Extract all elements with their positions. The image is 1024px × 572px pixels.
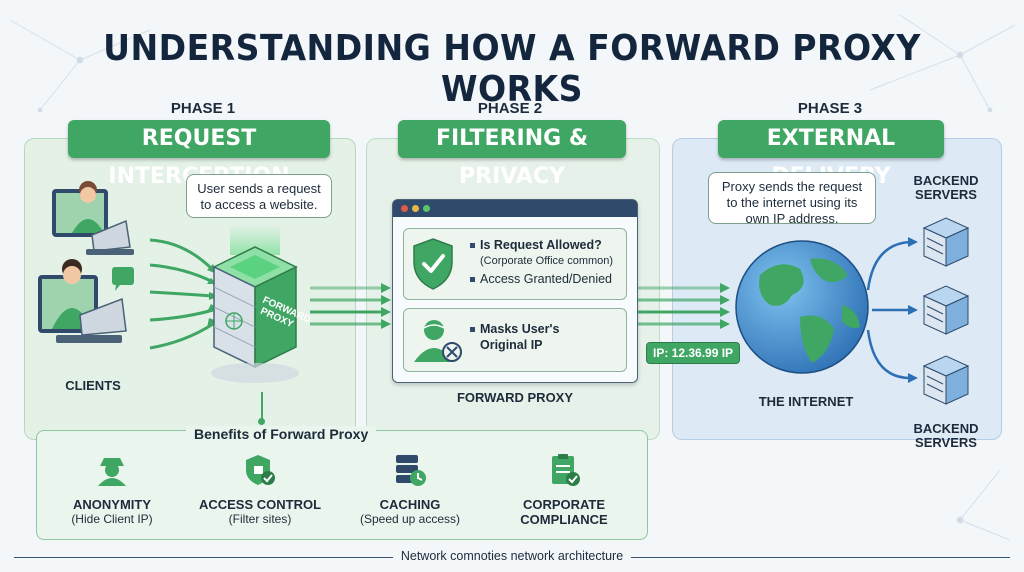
backend-servers-top-label: BACKEND SERVERS — [913, 173, 979, 202]
connector-line — [261, 392, 263, 422]
mask-line-1: Masks User's — [480, 322, 560, 336]
benefit-anonymity: ANONYMITY (Hide Client IP) — [42, 452, 182, 526]
footer: Network comnoties network architecture — [0, 549, 1024, 563]
ip-address-badge: IP: 12.36.99 IP — [646, 342, 741, 364]
benefit-corporate-compliance: CORPORATE COMPLIANCE — [494, 452, 634, 527]
benefit-sub: COMPLIANCE — [520, 512, 608, 527]
clients-label: CLIENTS — [65, 378, 121, 393]
window-maximize-dot — [423, 205, 430, 212]
proxy-to-filter-arrows — [310, 283, 391, 329]
anonymity-icon — [98, 458, 126, 486]
masked-user-icon — [414, 320, 462, 362]
footer-text: Network comnoties network architecture — [392, 549, 632, 563]
server-icon-1 — [922, 217, 970, 267]
filter-to-internet-arrows — [638, 283, 730, 329]
caching-icon — [396, 455, 426, 486]
benefit-title: CORPORATE — [522, 497, 606, 512]
benefit-caching: CACHING (Speed up access) — [340, 452, 480, 526]
phase-1-speech-bubble: User sends a request to access a website… — [186, 174, 332, 218]
backend-servers-bottom-label: BACKEND SERVERS — [913, 421, 979, 450]
benefit-title: CACHING — [379, 497, 441, 512]
filter-check-text: Is Request Allowed? — [470, 238, 602, 253]
phase-2-label: PHASE 2 — [477, 100, 543, 117]
benefit-access-control: ACCESS CONTROL (Filter sites) — [190, 452, 330, 526]
phase-3-banner: EXTERNAL DELIVERY — [718, 120, 944, 189]
phase-2-banner: FILTERING & PRIVACY — [398, 120, 626, 189]
mask-text: Masks User's — [470, 322, 559, 337]
internet-label: THE INTERNET — [758, 394, 854, 409]
compliance-icon — [552, 454, 580, 486]
page-title: UNDERSTANDING HOW A FORWARD PROXY WORKS — [103, 28, 921, 110]
client-bottom-icon — [38, 259, 134, 343]
client-top-icon — [52, 181, 134, 255]
client-to-proxy-arrows — [149, 238, 219, 350]
globe-icon — [735, 240, 869, 374]
bullet-square — [470, 277, 475, 283]
filter-check-title: Is Request Allowed? — [480, 238, 602, 252]
forward-proxy-server-icon — [211, 225, 299, 383]
window-minimize-dot — [412, 205, 419, 212]
phase-1-label: PHASE 1 — [170, 100, 236, 117]
window-title-bar — [393, 200, 637, 217]
benefit-title: ANONYMITY — [73, 497, 151, 512]
clients-illustration — [38, 181, 134, 343]
benefits-title: Benefits of Forward Proxy — [186, 426, 377, 442]
benefits-panel — [36, 430, 648, 540]
benefit-sub: (Hide Client IP) — [71, 512, 153, 526]
server-icon-2 — [922, 285, 970, 335]
benefit-sub: (Filter sites) — [228, 512, 292, 526]
bullet-square — [470, 243, 475, 249]
server-icon-3 — [922, 355, 970, 405]
phase-1-banner: REQUEST INTERCEPTION — [68, 120, 330, 189]
internet-to-servers-arrows — [866, 237, 918, 383]
bullet-square — [470, 327, 475, 333]
window-close-dot — [401, 205, 408, 212]
backend-servers — [922, 217, 970, 405]
benefit-sub: (Speed up access) — [359, 512, 461, 526]
shield-check-icon — [413, 238, 453, 290]
filter-result-text: Access Granted/Denied — [470, 272, 612, 287]
benefit-title: ACCESS CONTROL — [198, 497, 322, 512]
phase-3-speech-bubble: Proxy sends the request to the internet … — [708, 172, 876, 226]
mask-line-2: Original IP — [480, 338, 543, 352]
filter-result: Access Granted/Denied — [480, 272, 613, 286]
filter-check-sub: (Corporate Office common) — [480, 255, 614, 267]
forward-proxy-caption: FORWARD PROXY — [456, 390, 574, 405]
access-control-icon — [246, 455, 275, 485]
connector-dot — [258, 418, 265, 425]
phase-3-label: PHASE 3 — [797, 100, 863, 117]
